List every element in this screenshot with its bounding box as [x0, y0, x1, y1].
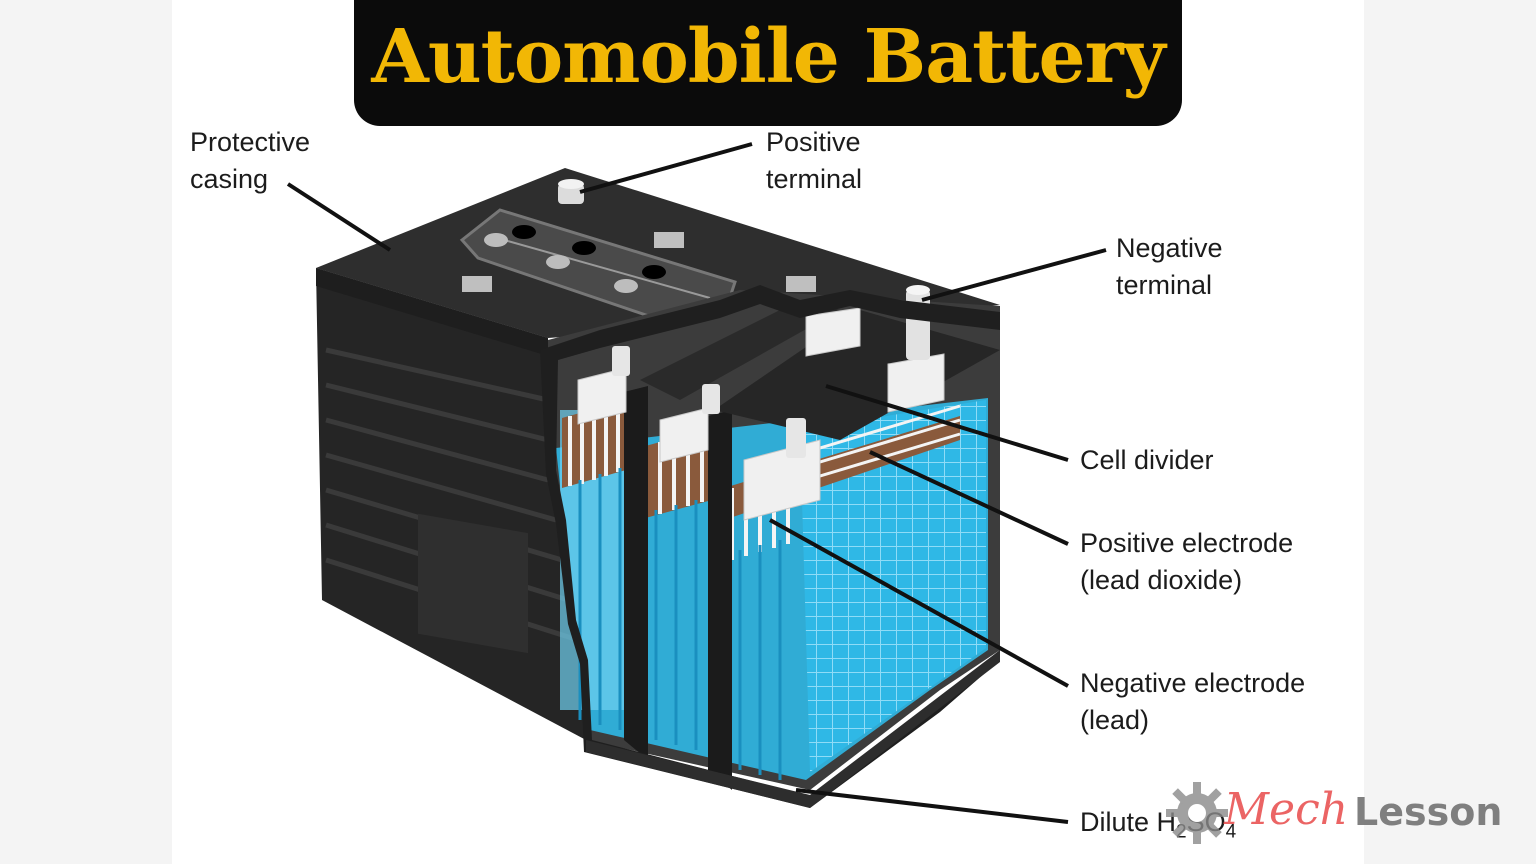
- lid-markings: [462, 232, 816, 292]
- label-line: Positive: [766, 127, 861, 157]
- casing-label-area: [418, 513, 528, 654]
- leader-positive-terminal: [579, 142, 753, 194]
- formula-subscript: 4: [1225, 821, 1237, 843]
- leader-negative-electrode: [769, 518, 1069, 688]
- leader-cell-divider: [825, 384, 1069, 462]
- label-line: (lead): [1080, 705, 1150, 735]
- electrode-plates-cell-1: [560, 400, 626, 730]
- cutaway-edge: [540, 285, 1000, 808]
- label-line: Negative: [1116, 233, 1223, 263]
- positive-terminal-post: [558, 184, 584, 204]
- label-line: Negative electrode: [1080, 668, 1306, 698]
- label-line: casing: [190, 164, 269, 194]
- casing-lid-rim: [316, 268, 548, 356]
- label-line: Cell divider: [1080, 445, 1214, 475]
- label-line: Protective: [190, 127, 311, 157]
- cell-divider-1: [624, 386, 648, 760]
- label-negative-electrode: Negative electrode (lead): [1080, 665, 1305, 739]
- label-line: terminal: [766, 164, 863, 194]
- gear-icon: [1166, 782, 1228, 844]
- leader-electrolyte: [795, 788, 1069, 824]
- leader-lines: [286, 142, 1107, 824]
- label-negative-terminal: Negative terminal: [1116, 230, 1223, 304]
- label-line: (lead dioxide): [1080, 565, 1243, 595]
- leader-positive-electrode: [869, 450, 1069, 546]
- casing-base: [586, 650, 1000, 808]
- cell-divider-2: [708, 410, 732, 790]
- label-positive-terminal: Positive terminal: [766, 124, 862, 198]
- watermark-text-lesson: Lesson: [1354, 790, 1503, 834]
- label-cell-divider: Cell divider: [1080, 442, 1214, 479]
- label-line: Positive electrode: [1080, 528, 1294, 558]
- diagram-title: Automobile Battery: [371, 14, 1165, 100]
- label-positive-electrode: Positive electrode (lead dioxide): [1080, 525, 1293, 599]
- formula-part: Dilute H: [1080, 807, 1177, 837]
- watermark-text-mech: Mech: [1224, 784, 1349, 835]
- leader-protective-casing: [286, 182, 392, 252]
- leader-negative-terminal: [921, 248, 1107, 302]
- title-banner: Automobile Battery: [354, 0, 1182, 126]
- left-margin-panel: [0, 0, 172, 864]
- vent-caps: [484, 225, 666, 293]
- right-margin-panel: [1364, 0, 1536, 864]
- label-line: terminal: [1116, 270, 1213, 300]
- label-protective-casing: Protective casing: [190, 124, 310, 198]
- cell-divider-top-2: [640, 300, 840, 400]
- watermark-logo: Mech Lesson: [1162, 776, 1512, 852]
- vent-line: [489, 235, 711, 299]
- grid-panel: [800, 400, 986, 772]
